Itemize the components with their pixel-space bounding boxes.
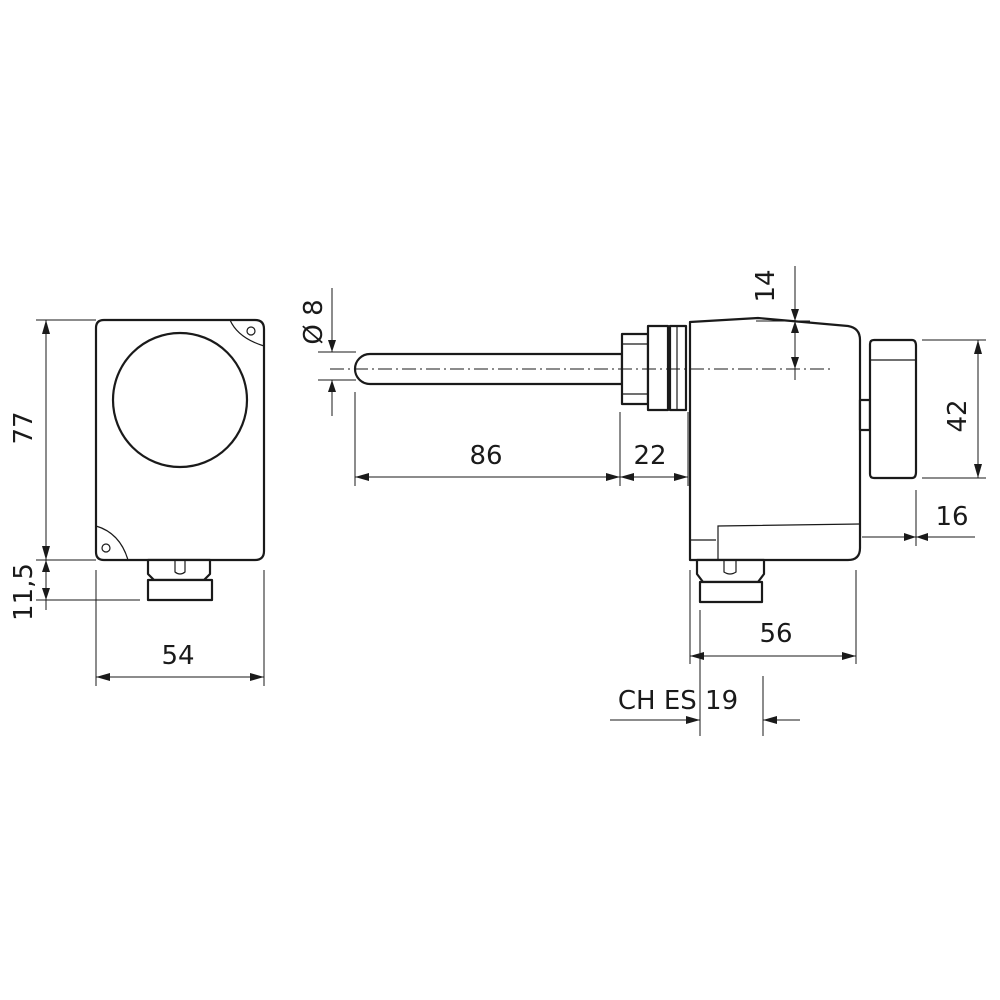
side-knob bbox=[868, 338, 918, 480]
side-view bbox=[330, 316, 918, 604]
dim-knob-42: 42 bbox=[943, 399, 973, 432]
dim-diameter-8: Ø 8 bbox=[299, 299, 329, 344]
dim-height-77: 77 bbox=[9, 411, 39, 444]
corner-boss-top-right bbox=[229, 319, 265, 347]
side-dimensions bbox=[318, 266, 986, 736]
front-dimensions bbox=[36, 319, 265, 686]
dim-depth-56: 56 bbox=[759, 619, 792, 649]
dim-connector-11-5: 11,5 bbox=[9, 563, 39, 621]
side-connector-nut bbox=[695, 558, 766, 584]
front-connector-detail bbox=[174, 560, 186, 575]
front-connector-nut bbox=[146, 558, 212, 582]
side-housing bbox=[688, 316, 862, 562]
fitting-nut-2 bbox=[668, 324, 688, 412]
fitting-nut-1 bbox=[646, 324, 670, 412]
front-connector-gland bbox=[146, 578, 214, 602]
front-view bbox=[94, 318, 266, 602]
dim-wrench-ch-es-19: CH ES 19 bbox=[618, 686, 738, 716]
front-dial-circle bbox=[111, 331, 249, 469]
dim-probe-86: 86 bbox=[469, 441, 502, 471]
dim-width-54: 54 bbox=[161, 641, 194, 671]
side-connector-gland bbox=[698, 580, 764, 604]
side-knob-link bbox=[858, 398, 872, 432]
screw-bottom-left bbox=[101, 543, 111, 553]
dim-offset-14: 14 bbox=[751, 269, 781, 302]
side-housing-lower-step bbox=[717, 523, 861, 560]
probe-stem bbox=[353, 352, 624, 386]
corner-boss-bottom-left bbox=[95, 525, 129, 561]
dim-thread-22: 22 bbox=[633, 441, 666, 471]
screw-top-right bbox=[246, 326, 256, 336]
dim-knob-16: 16 bbox=[935, 502, 968, 532]
